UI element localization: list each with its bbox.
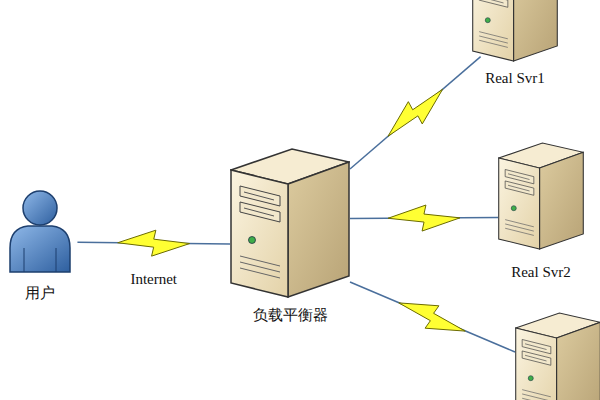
lightning-connector xyxy=(350,205,498,231)
user-icon: 用户 xyxy=(0,186,80,303)
real-server: Real Svr1 xyxy=(462,0,568,87)
node-label: Real Svr1 xyxy=(485,70,545,87)
real-server-shape xyxy=(498,142,584,250)
load-balancer-server: 负载平衡器 xyxy=(228,148,352,325)
node-label: Real Svr2 xyxy=(511,264,571,281)
lightning-connector xyxy=(350,57,481,169)
node-label: 用户 xyxy=(25,284,55,303)
real-server-shape xyxy=(472,0,558,62)
edge-label: Internet xyxy=(128,271,179,288)
real-server: Real Svr2 xyxy=(488,142,594,281)
lightning-connector xyxy=(77,230,230,256)
unlabeled-server-link xyxy=(350,282,515,352)
server-icon xyxy=(516,313,600,400)
node-label: 负载平衡器 xyxy=(253,306,328,325)
user-icon-shape xyxy=(4,186,76,274)
load-balancer-server-shape xyxy=(230,148,350,298)
